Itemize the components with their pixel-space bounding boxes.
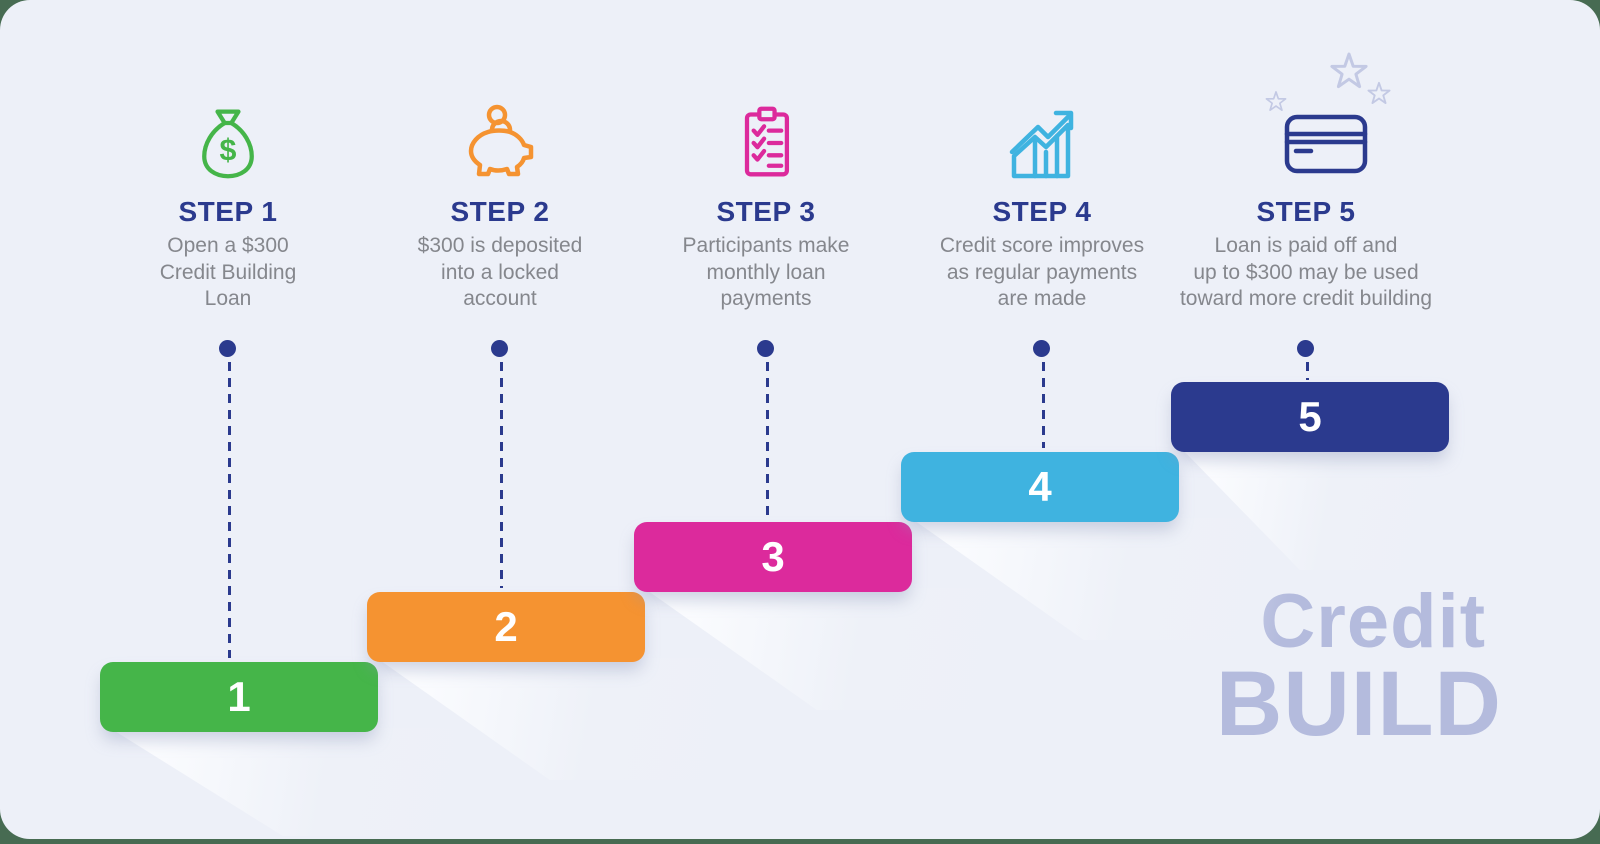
step-5-desc-line-3: toward more credit building — [1179, 287, 1433, 310]
step-3-icon-wrap — [596, 98, 936, 186]
stair-bar-5-number: 5 — [1298, 393, 1322, 440]
step-3-dashed-line — [766, 362, 769, 518]
stair-bar-3: 3 — [634, 522, 912, 592]
step-3-desc-line-2: monthly loan — [706, 260, 826, 284]
step-1-desc-line-1: Open a $300 — [167, 234, 289, 257]
step-3-connector-dot — [757, 340, 774, 357]
piggy-bank-icon — [468, 104, 534, 177]
step-4-desc-line-1: Credit score improves — [939, 234, 1145, 257]
stair-bar-1: 1 — [100, 662, 378, 732]
step-2-heading: STEP 2 — [450, 196, 550, 227]
step-1-heading: STEP 1 — [178, 196, 278, 227]
step-5-dashed-line — [1306, 362, 1309, 380]
step-1-connector-dot — [219, 340, 236, 357]
step-5-column: STEP 5 Loan is paid off and up to $300 m… — [1136, 0, 1476, 330]
stair-bar-2: 2 — [367, 592, 645, 662]
step-1-description: Open a $300 Credit Building Loan — [58, 233, 398, 313]
step-4-heading: STEP 4 — [992, 196, 1092, 227]
stair-bar-2-number: 2 — [494, 603, 518, 650]
step-4-connector-dot — [1033, 340, 1050, 357]
step-4-desc-line-2: as regular payments — [946, 260, 1138, 284]
step-4-desc-line-3: are made — [997, 287, 1087, 310]
stair-bar-4: 4 — [901, 452, 1179, 522]
step-5-desc-line-2: up to $300 may be used — [1193, 260, 1419, 284]
step-2-connector-dot — [491, 340, 508, 357]
step-1-desc-line-2: Credit Building — [159, 260, 297, 284]
stair-bar-5: 5 — [1171, 382, 1449, 452]
step-2-desc-line-1: $300 is deposited — [417, 234, 583, 257]
step-2-desc-line-2: into a locked — [441, 260, 559, 284]
watermark-line-build: BUILD — [1215, 653, 1502, 755]
step-5-desc-line-1: Loan is paid off and — [1214, 234, 1398, 257]
step-2-description: $300 is deposited into a locked account — [330, 233, 670, 313]
step-2-desc-line-3: account — [463, 287, 537, 310]
step-5-heading: STEP 5 — [1256, 196, 1356, 227]
step-4-icon-wrap — [872, 98, 1212, 186]
step-3-description: Participants make monthly loan payments — [596, 233, 936, 313]
svg-text:$: $ — [220, 133, 237, 167]
checklist-clipboard-icon — [744, 106, 790, 177]
step-2-icon-wrap — [330, 98, 670, 186]
step-1-icon-wrap: $ — [58, 98, 398, 186]
step-3-column: STEP 3 Participants make monthly loan pa… — [596, 0, 936, 330]
step-3-heading: STEP 3 — [716, 196, 816, 227]
step-1-dashed-line — [228, 362, 231, 658]
step-5-description: Loan is paid off and up to $300 may be u… — [1136, 233, 1476, 313]
stair-bar-3-number: 3 — [761, 533, 785, 580]
step-1-desc-line-3: Loan — [204, 287, 252, 310]
step-5-connector-dot — [1297, 340, 1314, 357]
money-bag-icon: $ — [202, 109, 254, 179]
credit-score-chart-icon — [1009, 110, 1074, 179]
step-2-dashed-line — [500, 362, 503, 588]
step-2-column: STEP 2 $300 is deposited into a locked a… — [330, 0, 670, 330]
step-4-column: STEP 4 Credit score improves as regular … — [872, 0, 1212, 330]
stair-bar-4-number: 4 — [1028, 463, 1052, 510]
credit-card-icon — [1265, 52, 1391, 174]
step-3-desc-line-1: Participants make — [682, 234, 850, 257]
step-1-column: $ STEP 1 Open a $300 Credit Building Loa… — [58, 0, 398, 330]
step-3-desc-line-3: payments — [720, 287, 812, 310]
sparkle-stars-icon — [1265, 52, 1391, 112]
stair-bar-1-number: 1 — [227, 673, 251, 720]
step-4-description: Credit score improves as regular payment… — [872, 233, 1212, 313]
step-4-dashed-line — [1042, 362, 1045, 448]
